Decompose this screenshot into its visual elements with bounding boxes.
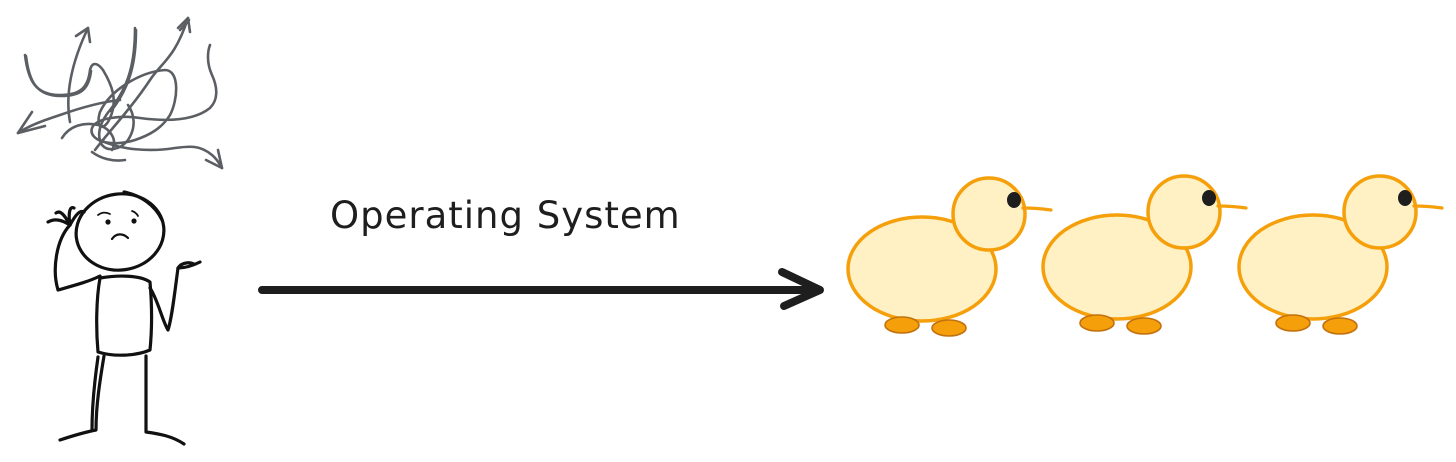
duckling-2-icon — [1041, 174, 1248, 336]
right-arrow-icon — [258, 268, 824, 310]
confused-person-icon — [46, 190, 202, 446]
duckling-3-icon — [1237, 174, 1444, 336]
arrow-label: Operating System — [330, 194, 681, 237]
duckling-1-icon — [846, 176, 1053, 338]
tangled-arrows-icon — [16, 16, 224, 170]
